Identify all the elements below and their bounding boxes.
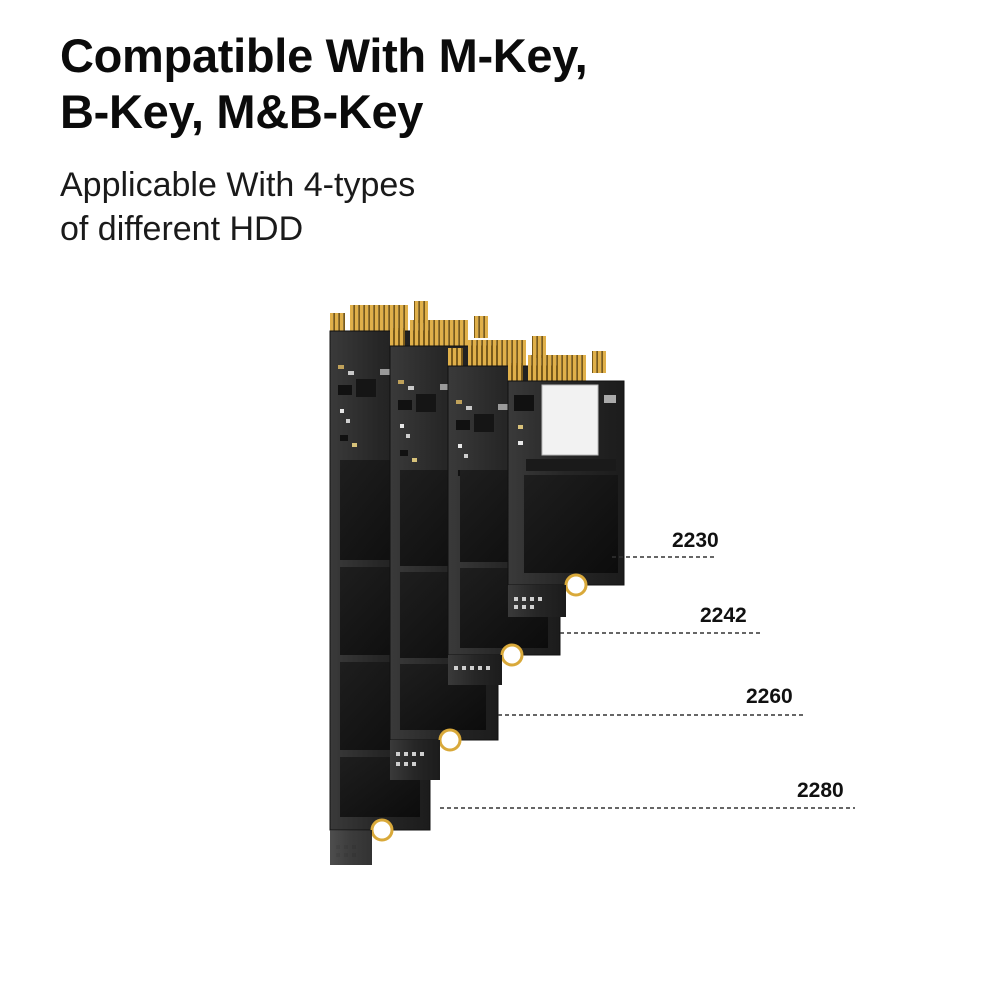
- headline-line-1: Compatible With M-Key,: [60, 29, 588, 82]
- ssd-2230-card: [507, 351, 625, 617]
- headline-line-2: B-Key, M&B-Key: [60, 85, 424, 138]
- headline: Compatible With M-Key, B-Key, M&B-Key: [60, 28, 588, 140]
- subheadline-line-1: Applicable With 4-types: [60, 166, 416, 204]
- size-label-2260: 2260: [746, 685, 793, 708]
- size-label-2280: 2280: [797, 779, 844, 802]
- size-label-2230: 2230: [672, 529, 719, 552]
- size-label-2242: 2242: [700, 604, 747, 627]
- subheadline-line-2: of different HDD: [60, 210, 304, 248]
- subheadline: Applicable With 4-types of different HDD: [60, 163, 415, 251]
